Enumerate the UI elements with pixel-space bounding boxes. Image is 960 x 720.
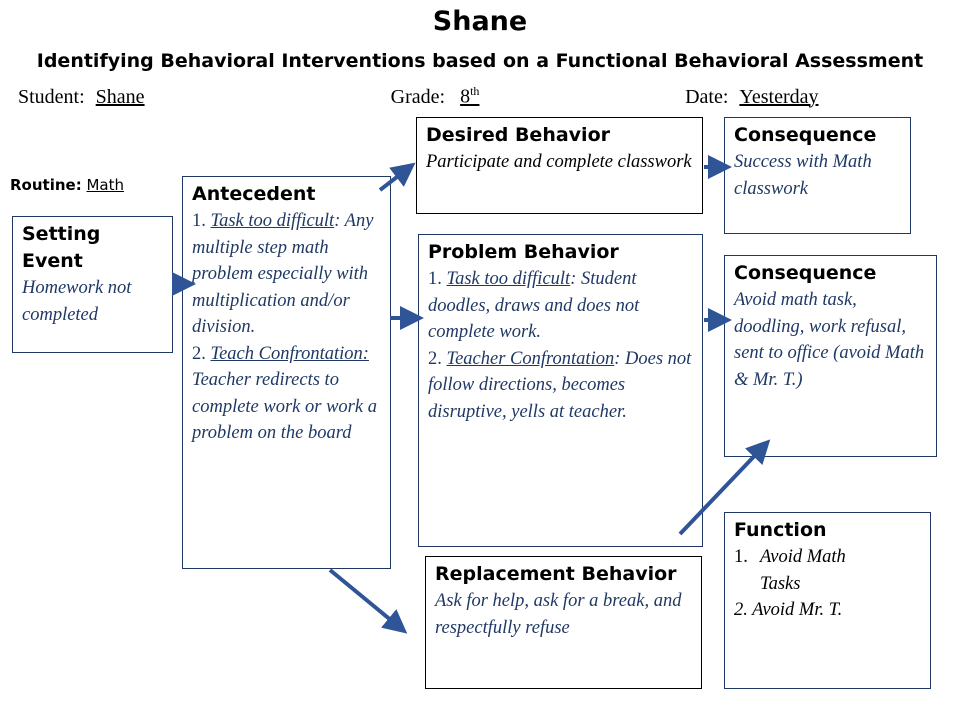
student-info-line: Student: Shane Grade: 8th Date: Yesterda… <box>18 84 818 109</box>
function-box: Function 1. Avoid Math Tasks 2. Avoid Mr.… <box>724 512 931 689</box>
problem-behavior-item-2-num: 2. <box>428 348 442 369</box>
antecedent-item-1-title: Task too difficult <box>210 211 335 231</box>
student-value: Shane <box>95 85 145 108</box>
date-value: Yesterday <box>739 85 819 108</box>
antecedent-item-2: 2. Teach Confrontation: Teacher redirect… <box>192 341 382 447</box>
antecedent-box: Antecedent 1. Task too difficult: Any mu… <box>182 176 391 569</box>
problem-behavior-item-2: 2. Teacher Confrontation: Does not follo… <box>428 348 692 422</box>
replacement-behavior-text: Ask for help, ask for a break, and respe… <box>435 591 682 638</box>
date-label: Date: <box>685 85 729 108</box>
routine: Routine: Math <box>10 176 124 194</box>
antecedent-item-2-num: 2. <box>192 343 206 364</box>
page-title: Shane <box>432 6 528 37</box>
antecedent-item-2-text: Teacher redirects to complete work or wo… <box>192 370 377 443</box>
grade-value-wrap: 8th <box>450 84 680 109</box>
desired-behavior-text: Participate and complete classwork <box>426 152 692 172</box>
routine-label: Routine: <box>10 176 82 194</box>
antecedent-heading: Antecedent <box>192 183 316 205</box>
replacement-behavior-box: Replacement Behavior Ask for help, ask f… <box>425 556 702 689</box>
replacement-behavior-heading: Replacement Behavior <box>435 563 677 585</box>
antecedent-item-1-text: Any multiple step math problem especiall… <box>192 211 374 337</box>
desired-behavior-box: Desired Behavior Participate and complet… <box>416 117 703 214</box>
grade-value: 8 <box>460 85 471 108</box>
antecedent-item-1: 1. Task too difficult: Any multiple step… <box>192 211 374 337</box>
consequence-problem-heading: Consequence <box>734 262 877 284</box>
antecedent-item-2-title: Teach Confrontation: <box>210 343 369 364</box>
function-item-2: 2. Avoid Mr. T. <box>734 600 843 620</box>
problem-behavior-item-1-text: Student doodles, draws and does not comp… <box>428 269 640 342</box>
antecedent-item-1-num: 1. <box>192 211 206 231</box>
routine-value: Math <box>86 176 125 194</box>
problem-behavior-item-1-title: Task too difficult <box>446 269 571 289</box>
consequence-desired-heading: Consequence <box>734 124 877 146</box>
desired-behavior-heading: Desired Behavior <box>426 124 610 146</box>
function-heading: Function <box>734 519 827 541</box>
problem-behavior-heading: Problem Behavior <box>428 241 619 263</box>
grade-label: Grade: <box>390 85 446 108</box>
function-item-1: 1. Avoid Math Tasks <box>734 544 922 597</box>
problem-behavior-item-2-text: Does not follow directions, becomes disr… <box>428 348 692 422</box>
student-label: Student: <box>18 85 85 108</box>
setting-event-heading: Setting Event <box>22 223 101 272</box>
problem-behavior-item-1-num: 1. <box>428 269 442 289</box>
consequence-desired-text: Success with Math classwork <box>734 152 872 199</box>
problem-behavior-box: Problem Behavior 1. Task too difficult: … <box>418 234 703 547</box>
consequence-problem-text: Avoid math task, doodling, work refusal,… <box>734 290 925 390</box>
problem-behavior-item-2-title: Teacher Confrontation <box>446 348 615 369</box>
setting-event-text: Homework not completed <box>22 278 132 325</box>
function-item-1-text: Avoid Math Tasks <box>760 547 846 594</box>
consequence-desired-box: Consequence Success with Math classwork <box>724 117 911 234</box>
function-item-1-num: 1. <box>734 547 748 567</box>
problem-behavior-item-1: 1. Task too difficult: Student doodles, … <box>428 269 640 342</box>
setting-event-box: Setting Event Homework not completed <box>12 216 173 353</box>
page-subtitle: Identifying Behavioral Interventions bas… <box>36 50 924 72</box>
consequence-problem-box: Consequence Avoid math task, doodling, w… <box>724 255 937 457</box>
grade-suffix: th <box>470 84 480 98</box>
arrow-antecedent-to-replacement <box>328 568 408 634</box>
